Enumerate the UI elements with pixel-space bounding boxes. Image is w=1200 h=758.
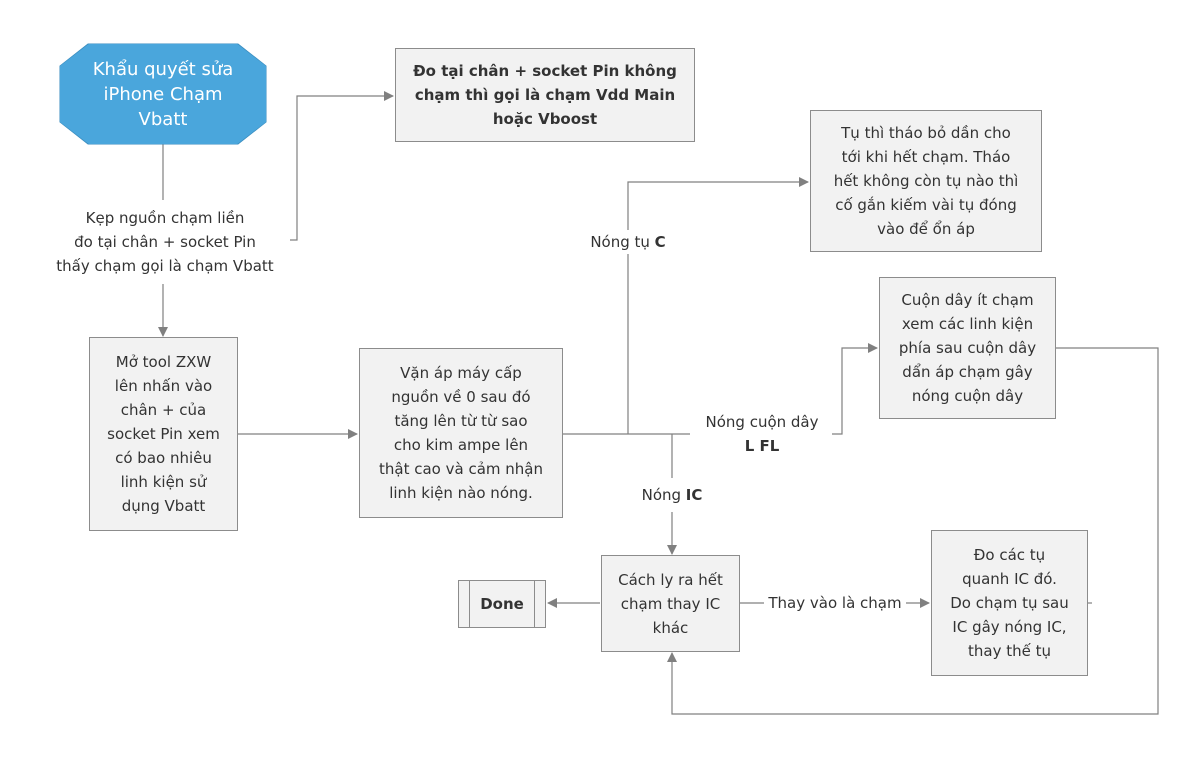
ic-caps-line: Do chạm tụ sau [950, 594, 1069, 612]
edge-coil-loop [667, 347, 1159, 715]
zxw-line: chân + của [120, 401, 207, 419]
done-label: Done [480, 595, 524, 613]
isolate-box: Cách ly ra hết chạm thay IC khác [601, 555, 740, 652]
voltage-line: cho kim ampe lên [393, 436, 529, 454]
hot-capacitor-prefix: Nóng tụ [590, 233, 655, 251]
start-line-3: Vbatt [138, 108, 188, 130]
clamp-line-3: thấy chạm gọi là chạm Vbatt [56, 257, 274, 275]
capacitor-box: Tụ thì tháo bỏ dần cho tới khi hết chạm.… [810, 110, 1042, 252]
clamp-line-1: Kẹp nguồn chạm liền [85, 209, 245, 227]
ic-caps-line: quanh IC đó. [962, 570, 1057, 588]
measure-line-1: Đo tại chân + socket Pin không [413, 62, 677, 80]
capacitor-line: cố gắn kiếm vài tụ đóng [835, 196, 1017, 214]
zxw-line: lên nhấn vào [114, 377, 213, 395]
isolate-line: Cách ly ra hết [618, 570, 723, 589]
ic-caps-box: Đo các tụ quanh IC đó. Do chạm tụ sau IC… [931, 530, 1088, 676]
start-line-1: Khẩu quyết sửa [92, 58, 234, 80]
coil-line: dẩn áp chạm gây [902, 363, 1033, 381]
coil-line: phía sau cuộn dây [898, 339, 1037, 357]
voltage-line: tăng lên từ từ sao [394, 412, 528, 430]
start-node: Khẩu quyết sửa iPhone Chạm Vbatt [60, 44, 266, 144]
hot-ic-bold: IC [685, 486, 703, 504]
capacitor-line: tới khi hết chạm. Tháo [841, 148, 1011, 166]
hot-coil-line-2: L FL [744, 437, 780, 455]
isolate-line: chạm thay IC [620, 594, 721, 613]
capacitor-line: hết không còn tụ nào thì [833, 172, 1019, 190]
voltage-line: thật cao và cảm nhận [379, 460, 543, 478]
voltage-line: Vặn áp máy cấp [400, 364, 522, 382]
start-line-2: iPhone Chạm [103, 83, 223, 105]
hot-capacitor-label: Nóng tụ C [578, 230, 678, 254]
edge-to-capacitor [627, 177, 809, 434]
coil-box: Cuộn dây ít chạm xem các linh kiện phía … [879, 277, 1056, 419]
zxw-line: socket Pin xem [107, 425, 220, 443]
zxw-line: có bao nhiêu [115, 449, 212, 467]
hot-capacitor-bold: C [654, 233, 666, 251]
capacitor-line: vào để ổn áp [877, 220, 975, 238]
clamp-label: Kẹp nguồn chạm liền đo tại chân + socket… [40, 206, 290, 278]
clamp-line-2: đo tại chân + socket Pin [74, 233, 256, 251]
ic-caps-line: thay thế tụ [968, 642, 1051, 660]
isolate-line: khác [652, 618, 689, 637]
voltage-box: Vặn áp máy cấp nguồn về 0 sau đó tăng lê… [359, 348, 563, 518]
hot-ic-prefix: Nóng [641, 486, 686, 504]
capacitor-line: Tụ thì tháo bỏ dần cho [841, 124, 1011, 142]
hot-coil-label: Nóng cuộn dây L FL [692, 410, 832, 458]
done-node: Done [458, 580, 546, 628]
edge-to-measure-box [280, 91, 394, 241]
zxw-line: linh kiện sử [120, 473, 207, 491]
voltage-line: linh kiện nào nóng. [389, 484, 533, 502]
hot-ic-label: Nóng IC [626, 483, 718, 507]
measure-line-2: chạm thì gọi là chạm Vdd Main [414, 86, 676, 104]
replace-label: Thay vào là chạm [764, 591, 906, 615]
coil-line: nóng cuộn dây [911, 387, 1024, 405]
ic-caps-line: Đo các tụ [973, 546, 1046, 564]
coil-line: Cuộn dây ít chạm [901, 291, 1034, 309]
edge-to-coil [828, 343, 878, 435]
zxw-line: Mở tool ZXW [115, 353, 212, 371]
measure-box: Đo tại chân + socket Pin không chạm thì … [395, 48, 695, 142]
coil-line: xem các linh kiện [901, 315, 1034, 333]
zxw-line: dụng Vbatt [121, 497, 206, 515]
zxw-box: Mở tool ZXW lên nhấn vào chân + của sock… [89, 337, 238, 531]
ic-caps-line: IC gây nóng IC, [952, 618, 1067, 636]
voltage-line: nguồn về 0 sau đó [391, 388, 531, 406]
measure-line-3: hoặc Vboost [492, 110, 598, 128]
hot-coil-line-1: Nóng cuộn dây [705, 413, 819, 431]
